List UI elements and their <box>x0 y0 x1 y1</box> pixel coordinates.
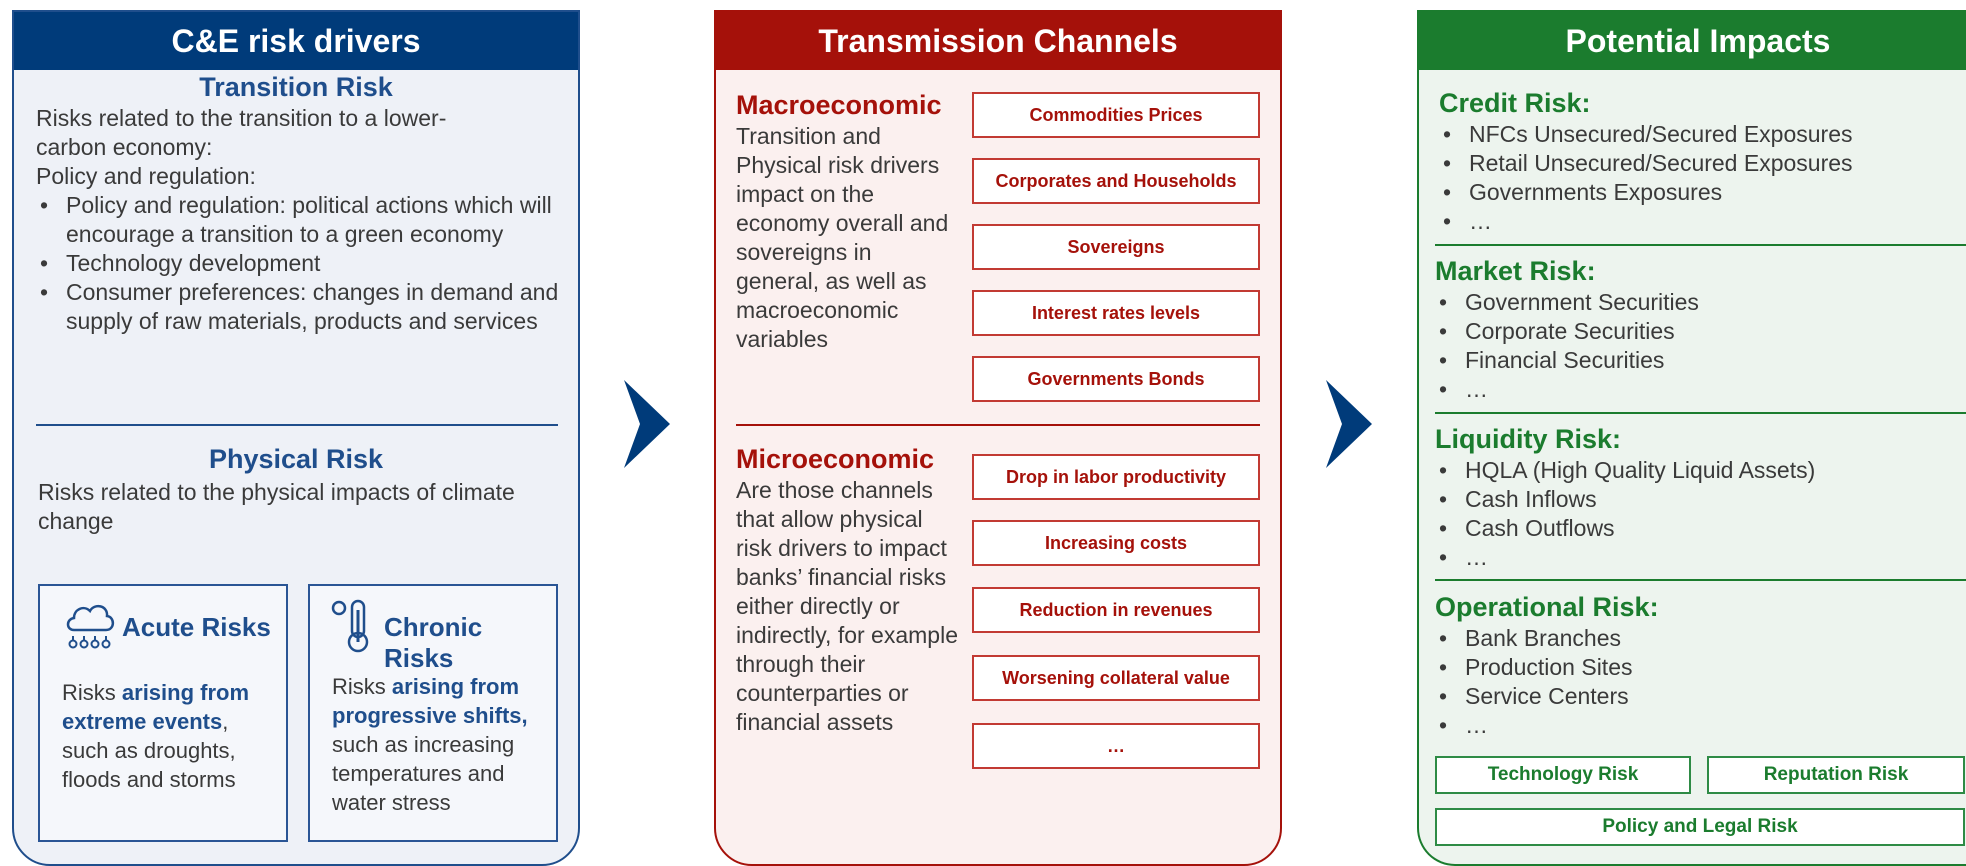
macroeconomic-text: Transition and Physical risk drivers imp… <box>736 123 949 352</box>
physical-risk-title: Physical Risk <box>208 444 384 474</box>
market-risk-list: Government Securities Corporate Securiti… <box>1435 288 1955 404</box>
chronic-text-post: such as increasing temperatures and wate… <box>332 732 515 815</box>
operational-risk-title: Operational Risk: <box>1435 592 1659 622</box>
chronic-risks-box: Chronic Risks Risks arising from progres… <box>308 584 558 842</box>
transition-risk-list: Policy and regulation: political actions… <box>36 191 566 336</box>
technology-risk-box: Technology Risk <box>1435 756 1691 794</box>
chronic-text-bold: arising from progressive shifts, <box>332 674 528 728</box>
list-item: Corporate Securities <box>1435 317 1955 346</box>
section-divider <box>1435 579 1966 581</box>
risk-drivers-title: C&E risk drivers <box>14 12 578 70</box>
chronic-text-pre: Risks <box>332 674 392 699</box>
policy-legal-risk-box: Policy and Legal Risk <box>1435 808 1965 846</box>
micro-channel-box: Drop in labor productivity <box>972 454 1260 500</box>
macro-channel-box: Corporates and Households <box>972 158 1260 204</box>
list-item: Consumer preferences: changes in demand … <box>36 278 566 336</box>
micro-channel-box: Reduction in revenues <box>972 587 1260 633</box>
market-risk-title: Market Risk: <box>1435 256 1596 286</box>
list-item: HQLA (High Quality Liquid Assets) <box>1435 456 1955 485</box>
acute-risks-text: Risks arising from extreme events, such … <box>62 678 272 794</box>
macro-channel-box: Sovereigns <box>972 224 1260 270</box>
potential-impacts-title: Potential Impacts <box>1419 12 1966 70</box>
list-item: … <box>1439 207 1959 236</box>
transition-intro-line: Policy and regulation: <box>36 163 256 189</box>
macro-channel-box: Governments Bonds <box>972 356 1260 402</box>
micro-channel-box: Worsening collateral value <box>972 655 1260 701</box>
list-item: Cash Inflows <box>1435 485 1955 514</box>
acute-text-bold: arising from extreme events <box>62 680 250 734</box>
chronic-risks-title: Chronic Risks <box>384 612 483 673</box>
credit-risk-title: Credit Risk: <box>1439 88 1591 118</box>
liquidity-risk-title: Liquidity Risk: <box>1435 424 1622 454</box>
list-item: Policy and regulation: political actions… <box>36 191 566 249</box>
thermometer-icon <box>330 598 374 659</box>
section-divider <box>1435 244 1966 246</box>
chevron-right-icon <box>1326 380 1372 468</box>
physical-risk-intro: Risks related to the physical impacts of… <box>38 479 515 534</box>
credit-risk-list: NFCs Unsecured/Secured Exposures Retail … <box>1439 120 1959 236</box>
section-divider <box>736 424 1260 426</box>
macroeconomic-title: Macroeconomic <box>736 90 942 120</box>
section-divider <box>1435 412 1966 414</box>
chevron-right-icon <box>624 380 670 468</box>
transition-risk-title: Transition Risk <box>199 72 393 102</box>
acute-text-post: , such as droughts, floods and storms <box>62 709 236 792</box>
transition-risk-intro: Risks related to the transition to a low… <box>36 104 566 191</box>
operational-risk-list: Bank Branches Production Sites Service C… <box>1435 624 1955 740</box>
list-item: Bank Branches <box>1435 624 1955 653</box>
list-item: Cash Outflows <box>1435 514 1955 543</box>
transition-intro-line: Risks related to the transition to a low… <box>36 105 447 131</box>
list-item: Retail Unsecured/Secured Exposures <box>1439 149 1959 178</box>
list-item: … <box>1435 375 1955 404</box>
potential-impacts-panel: Potential Impacts Credit Risk: NFCs Unse… <box>1417 10 1966 866</box>
list-item: Service Centers <box>1435 682 1955 711</box>
microeconomic-text: Are those channels that allow physical r… <box>736 477 958 735</box>
micro-channel-box: Increasing costs <box>972 520 1260 566</box>
list-item: Government Securities <box>1435 288 1955 317</box>
list-item: NFCs Unsecured/Secured Exposures <box>1439 120 1959 149</box>
macro-channel-box: Commodities Prices <box>972 92 1260 138</box>
chronic-risks-text: Risks arising from progressive shifts, s… <box>332 672 546 817</box>
acute-risks-title: Acute Risks <box>122 612 271 642</box>
microeconomic-title: Microeconomic <box>736 444 935 474</box>
transmission-channels-title: Transmission Channels <box>716 12 1280 70</box>
risk-drivers-panel: C&E risk drivers Transition Risk Risks r… <box>12 10 580 866</box>
cloud-rain-icon <box>64 600 116 659</box>
list-item: Technology development <box>36 249 566 278</box>
acute-risks-box: Acute Risks Risks arising from extreme e… <box>38 584 288 842</box>
list-item: … <box>1435 543 1955 572</box>
list-item: Governments Exposures <box>1439 178 1959 207</box>
micro-channel-box: … <box>972 723 1260 769</box>
section-divider <box>36 424 558 426</box>
acute-text-pre: Risks <box>62 680 122 705</box>
list-item: Production Sites <box>1435 653 1955 682</box>
liquidity-risk-list: HQLA (High Quality Liquid Assets) Cash I… <box>1435 456 1955 572</box>
transmission-channels-panel: Transmission Channels Macroeconomic Tran… <box>714 10 1282 866</box>
reputation-risk-box: Reputation Risk <box>1707 756 1965 794</box>
list-item: … <box>1435 711 1955 740</box>
transition-intro-line: carbon economy: <box>36 134 213 160</box>
list-item: Financial Securities <box>1435 346 1955 375</box>
macro-channel-box: Interest rates levels <box>972 290 1260 336</box>
